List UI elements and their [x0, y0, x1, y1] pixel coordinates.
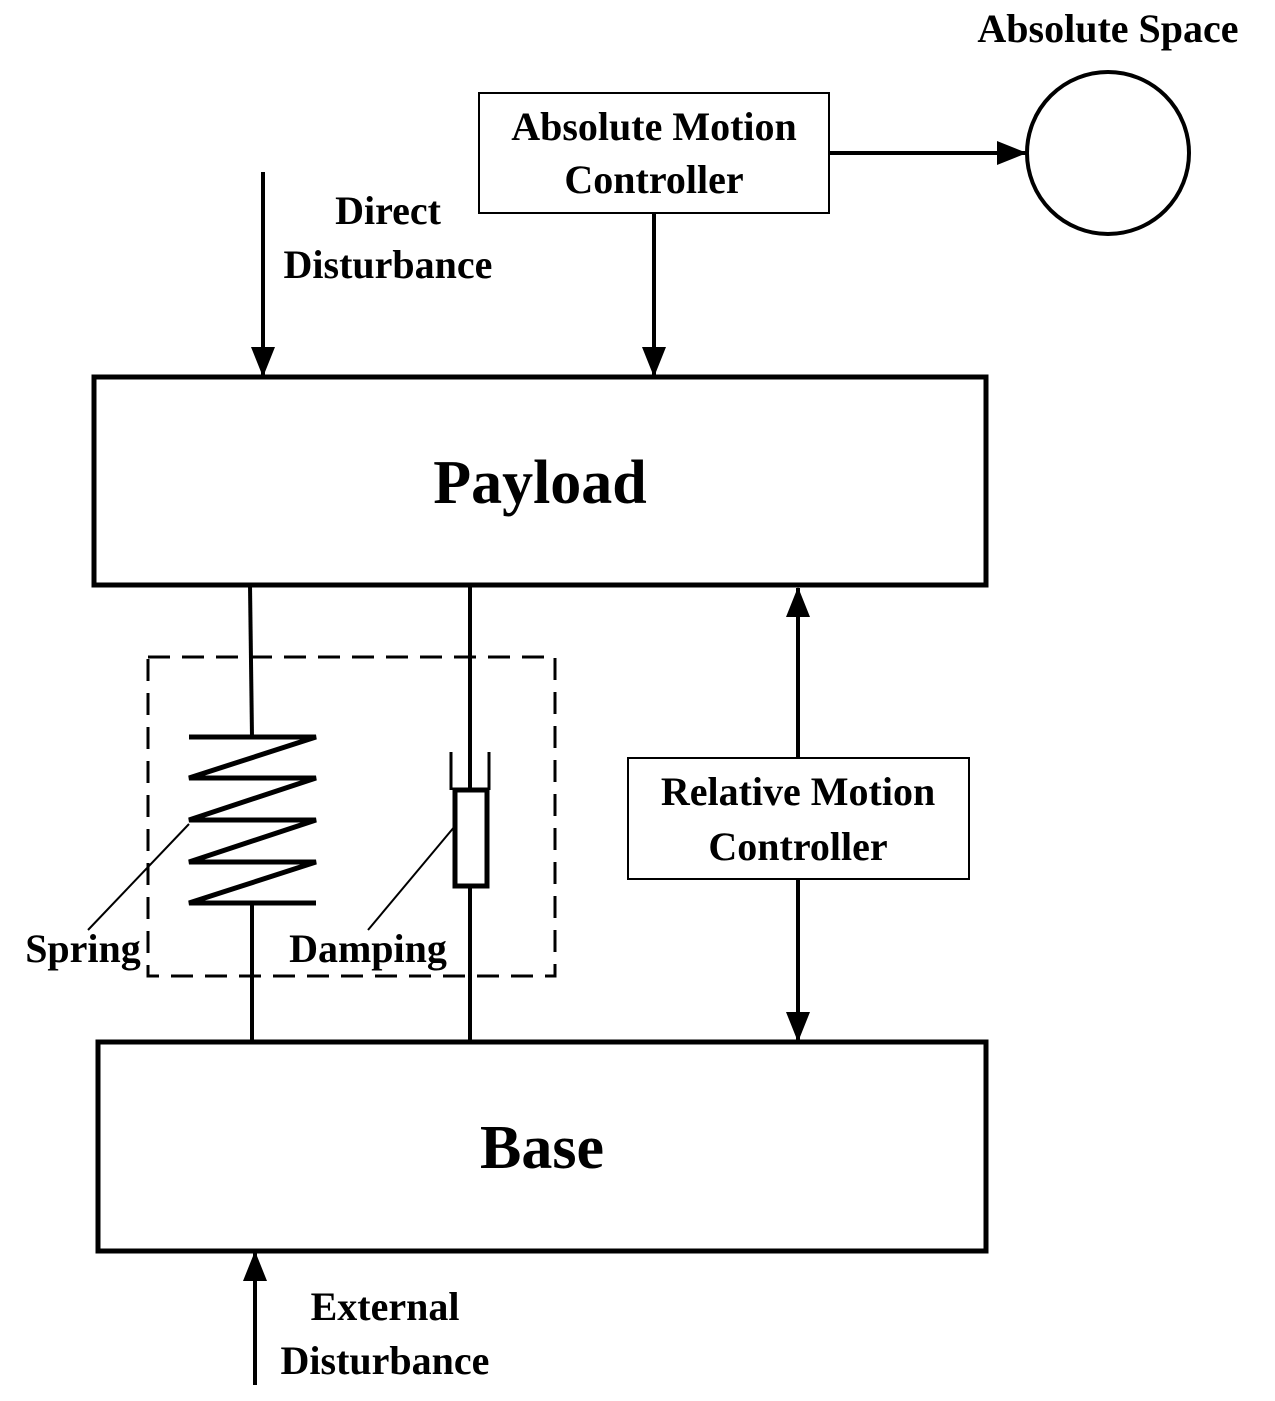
- spring-coil: [188, 734, 317, 906]
- payload-block: [91, 374, 989, 588]
- passive-isolator-boundary: [146, 655, 557, 978]
- direct-disturbance-label-line2: Disturbance: [284, 242, 493, 287]
- damper-piston: [452, 787, 490, 889]
- absolute-motion-controller-label-line2: Controller: [564, 157, 743, 202]
- spring-label: Spring: [25, 926, 141, 971]
- absolute-motion-controller-label-line1: Absolute Motion: [511, 104, 797, 149]
- relative-motion-controller-label-line2: Controller: [708, 824, 887, 869]
- absolute-space-label: Absolute Space: [977, 6, 1238, 51]
- damping-leader-line: [367, 825, 456, 931]
- external-disturbance-label-line2: Disturbance: [281, 1338, 490, 1383]
- base-label: Base: [480, 1114, 604, 1182]
- spring-leader-line: [87, 823, 190, 931]
- external-disturbance-label-line1: External: [311, 1284, 460, 1329]
- damping-label: Damping: [289, 926, 447, 971]
- absolute-space-circle: [1025, 70, 1191, 236]
- relative-motion-controller-label-line1: Relative Motion: [661, 769, 935, 814]
- base-block: [95, 1039, 989, 1254]
- spring-upper-rod: [248, 584, 254, 738]
- payload-label: Payload: [433, 449, 647, 517]
- direct-disturbance-label-line1: Direct: [335, 188, 442, 233]
